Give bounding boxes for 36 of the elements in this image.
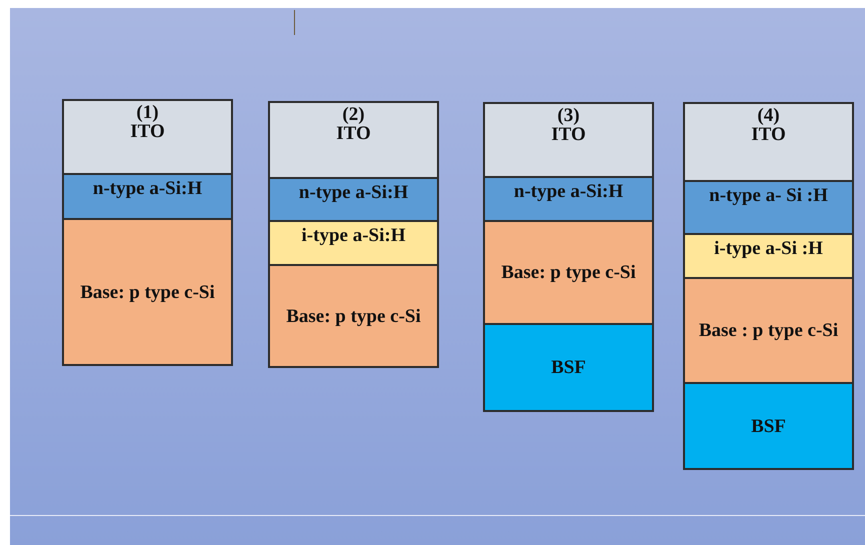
n-type-layer [483, 176, 654, 222]
layer-label: BSF [751, 416, 786, 436]
layer-label: i-type a-Si:H [302, 225, 406, 246]
n-type-layer [268, 177, 439, 222]
layer-label: n-type a- Si :H [709, 185, 828, 206]
ito-layer [62, 99, 233, 175]
ito-layer [268, 101, 439, 179]
layer-label: Base : p type c-Si [698, 320, 838, 341]
bsf-layer [483, 323, 654, 412]
layer-label: i-type a-Si :H [714, 238, 823, 259]
i-type-layer [268, 220, 439, 266]
stack-number: (4) [757, 107, 780, 124]
stack-number: (3) [557, 107, 580, 124]
stack-number: (1) [136, 104, 159, 121]
base-layer [268, 264, 439, 368]
ito-layer [683, 102, 854, 182]
layer-label: Base: p type c-Si [80, 282, 215, 302]
base-layer [683, 277, 854, 384]
layer-label: ITO [751, 124, 786, 145]
i-type-layer [683, 233, 854, 279]
layer-label: ITO [336, 123, 371, 144]
layer-label: Base: p type c-Si [501, 262, 636, 283]
stack-number: (2) [342, 106, 365, 123]
layer-label: ITO [130, 121, 165, 142]
base-layer [483, 220, 654, 325]
layer-label: n-type a-Si:H [514, 181, 624, 202]
n-type-layer [683, 180, 854, 235]
base-layer [62, 218, 233, 366]
layer-label: BSF [551, 357, 586, 378]
layer-label: ITO [551, 124, 586, 145]
layer-label: Base: p type c-Si [286, 306, 421, 326]
layer-label: n-type a-Si:H [298, 182, 408, 203]
layer-label: n-type a-Si:H [92, 178, 202, 199]
bsf-layer [683, 382, 854, 470]
n-type-layer [62, 173, 233, 220]
ito-layer [483, 102, 654, 178]
